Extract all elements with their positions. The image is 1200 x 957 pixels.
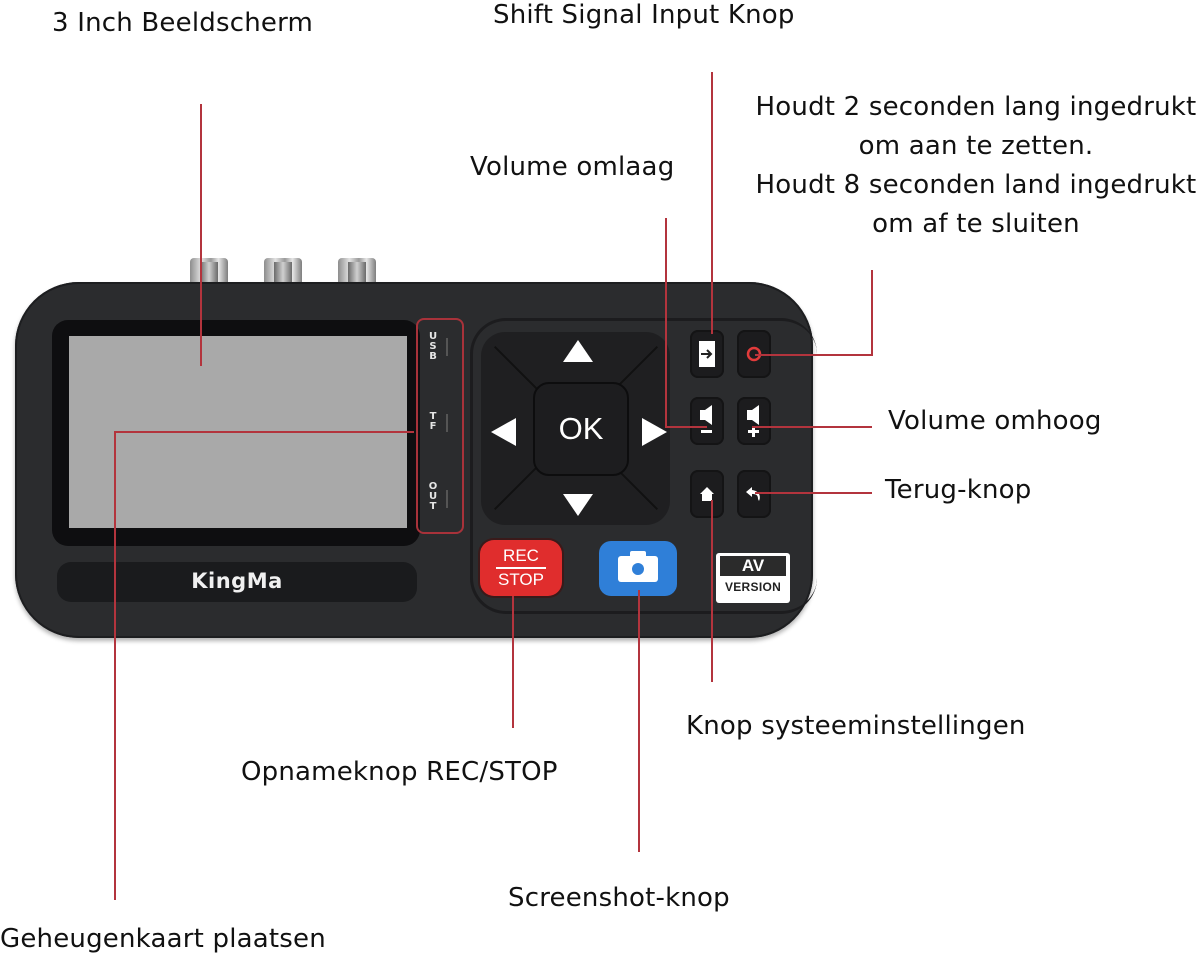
brand-bar: KingMa: [57, 562, 417, 602]
leader-volume-up: [752, 426, 872, 428]
brand-logo: KingMa: [191, 569, 283, 593]
input-arrow-icon: [699, 341, 715, 367]
back-icon: [746, 487, 760, 501]
home-button[interactable]: [690, 470, 724, 518]
label-volume-up: Volume omhoog: [888, 406, 1102, 436]
label-memory-card: Geheugenkaart plaatsen: [0, 924, 326, 954]
leader-screen: [200, 104, 202, 366]
label-power: Houdt 2 seconden lang ingedrukt om aan t…: [752, 88, 1200, 244]
label-volume-down: Volume omlaag: [470, 152, 675, 182]
volume-down-icon: [700, 405, 712, 433]
rec-label: REC: [496, 547, 546, 569]
leader-volume-down-v: [665, 218, 667, 428]
screenshot-button[interactable]: [599, 541, 677, 596]
leader-power-h: [755, 354, 873, 356]
volume-down-button[interactable]: [690, 397, 724, 445]
leader-record: [512, 596, 514, 728]
label-settings: Knop systeeminstellingen: [686, 711, 1026, 741]
rec-stop-button[interactable]: REC STOP: [480, 540, 562, 596]
leader-input-shift: [711, 72, 713, 334]
version-label: VERSION: [724, 580, 782, 594]
label-back: Terug-knop: [885, 475, 1032, 505]
label-record: Opnameknop REC/STOP: [241, 757, 558, 787]
stop-label: STOP: [498, 570, 544, 589]
leader-power-v: [871, 270, 873, 356]
camera-icon: [618, 550, 658, 582]
arrow-down-icon[interactable]: [563, 494, 593, 516]
tf-led: [446, 414, 448, 432]
label-screen: 3 Inch Beeldscherm: [52, 8, 314, 38]
volume-up-button[interactable]: [737, 397, 771, 445]
arrow-left-icon[interactable]: [491, 418, 516, 446]
ok-button[interactable]: OK: [533, 382, 629, 476]
rca-connector-1: [190, 258, 228, 286]
label-input-shift: Shift Signal Input Knop: [493, 0, 795, 30]
label-power-line2: om aan te zetten.: [858, 131, 1094, 161]
leader-screenshot: [638, 590, 640, 852]
leader-memory-card-h: [114, 431, 414, 433]
control-frame: [470, 318, 817, 614]
leader-settings: [711, 500, 713, 682]
av-label: AV: [720, 556, 786, 576]
leader-back: [755, 492, 872, 494]
label-power-line1: Houdt 2 seconden lang ingedrukt: [755, 92, 1197, 122]
back-button[interactable]: [737, 470, 771, 518]
av-version-badge: AV VERSION: [716, 553, 790, 603]
label-power-line3: Houdt 8 seconden land ingedrukt: [755, 170, 1197, 200]
out-led: [446, 490, 448, 508]
input-shift-button[interactable]: [690, 330, 724, 378]
label-power-line4: om af te sluiten: [872, 209, 1080, 239]
home-icon: [700, 487, 714, 501]
label-screenshot: Screenshot-knop: [508, 883, 730, 913]
arrow-right-icon[interactable]: [642, 418, 667, 446]
rca-connector-2: [264, 258, 302, 286]
volume-up-icon: [747, 405, 759, 437]
arrow-up-icon[interactable]: [563, 340, 593, 362]
leader-memory-card-v: [114, 431, 116, 900]
leader-volume-down-h: [665, 426, 707, 428]
usb-led: [446, 338, 448, 356]
rca-connector-3: [338, 258, 376, 286]
port-panel: [416, 318, 464, 534]
